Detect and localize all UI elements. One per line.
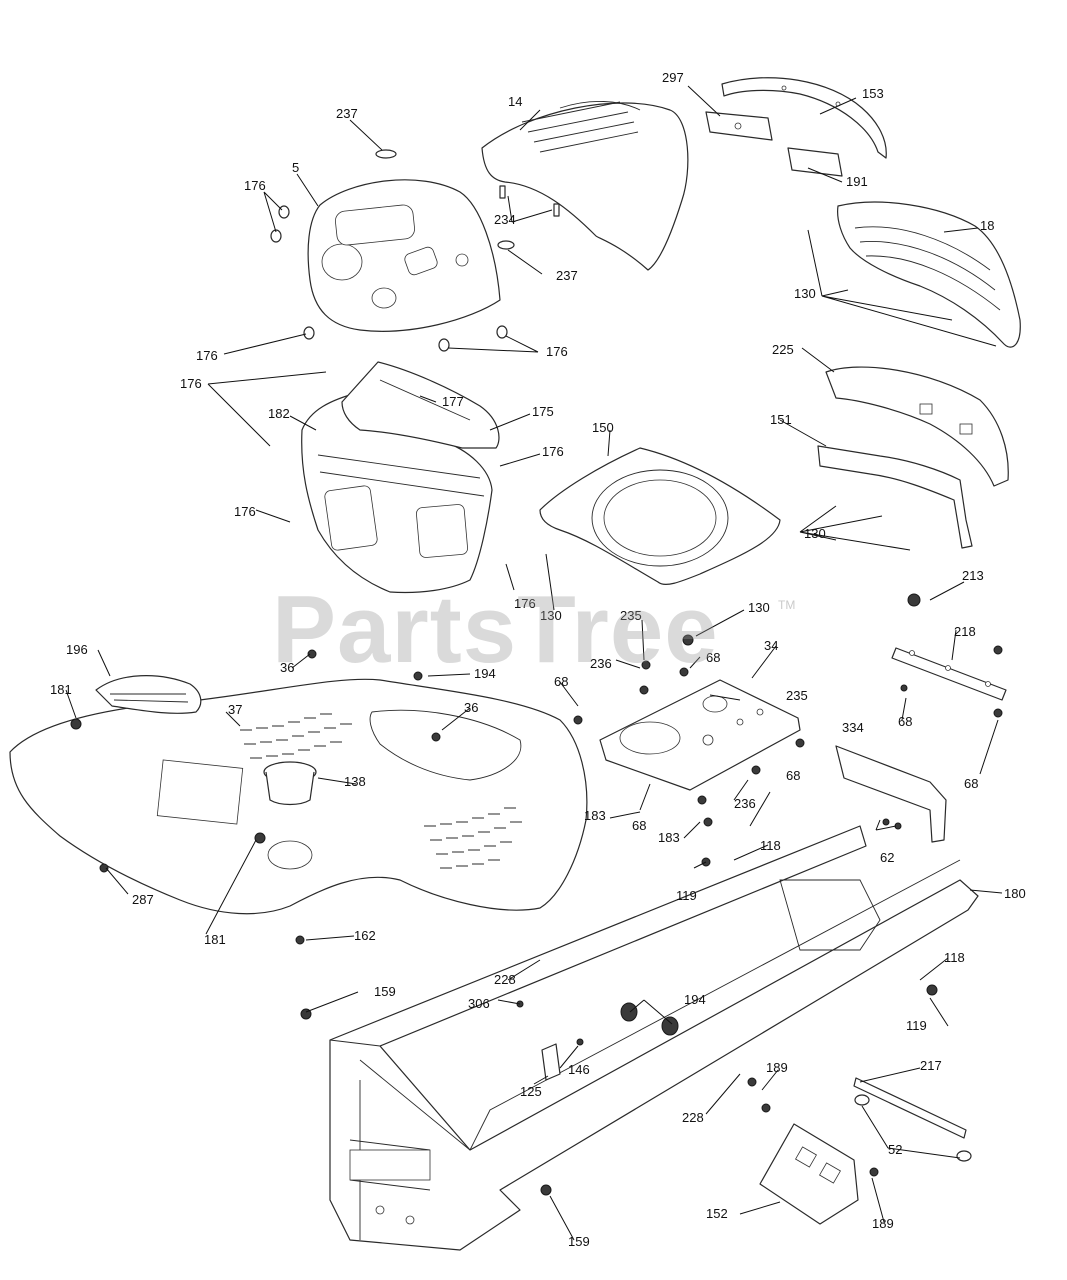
callout-label[interactable]: 68 <box>706 650 720 665</box>
callout-label[interactable]: 68 <box>786 768 800 783</box>
callout-label[interactable]: 162 <box>354 928 376 943</box>
callout-label[interactable]: 52 <box>888 1142 902 1157</box>
callout-label[interactable]: 176 <box>196 348 218 363</box>
callout-label[interactable]: 5 <box>292 160 299 175</box>
callout-label[interactable]: 68 <box>554 674 568 689</box>
callout-label[interactable]: 176 <box>546 344 568 359</box>
callout-label[interactable]: 194 <box>474 666 496 681</box>
callout-label[interactable]: 183 <box>658 830 680 845</box>
callout-label[interactable]: 183 <box>584 808 606 823</box>
callout-label[interactable]: 37 <box>228 702 242 717</box>
callout-label[interactable]: 180 <box>1004 886 1026 901</box>
callout-label[interactable]: 236 <box>734 796 756 811</box>
bracket-191[interactable] <box>787 147 843 177</box>
callout-label[interactable]: 159 <box>568 1234 590 1249</box>
fasteners <box>70 593 1003 1196</box>
callout-label[interactable]: 118 <box>760 838 781 853</box>
callout-label[interactable]: 176 <box>244 178 266 193</box>
callout-label[interactable]: 18 <box>980 218 994 233</box>
grille-18[interactable] <box>837 201 1021 348</box>
callout-label[interactable]: 130 <box>804 526 826 541</box>
plate-34[interactable] <box>599 679 801 791</box>
plate-218[interactable] <box>891 647 1007 701</box>
callout-label[interactable]: 189 <box>872 1216 894 1231</box>
callout-label[interactable]: 36 <box>280 660 294 675</box>
callout-label[interactable]: 36 <box>464 700 478 715</box>
vent-pattern <box>240 713 522 869</box>
bracket-151[interactable] <box>817 445 973 549</box>
rod-217[interactable] <box>853 1077 967 1139</box>
bracket-125[interactable] <box>541 1043 561 1081</box>
watermark-trademark: TM <box>778 598 796 612</box>
callout-label[interactable]: 150 <box>592 420 614 435</box>
callout-label[interactable]: 194 <box>684 992 706 1007</box>
callout-label[interactable]: 152 <box>706 1206 728 1221</box>
callout-label[interactable]: 118 <box>944 950 965 965</box>
callout-label[interactable]: 34 <box>764 638 778 653</box>
callout-labels: 297 14 153 237 5 176 234 191 18 237 130 … <box>50 70 1026 1249</box>
callout-label[interactable]: 130 <box>748 600 770 615</box>
callout-label[interactable]: 62 <box>880 850 894 865</box>
callout-label[interactable]: 68 <box>898 714 912 729</box>
callout-label[interactable]: 191 <box>846 174 868 189</box>
bracket-152[interactable] <box>759 1123 859 1225</box>
callout-label[interactable]: 237 <box>336 106 358 121</box>
panel-175[interactable] <box>341 361 500 449</box>
callout-label[interactable]: 176 <box>234 504 256 519</box>
callout-label[interactable]: 334 <box>842 720 864 735</box>
callout-label[interactable]: 14 <box>508 94 522 109</box>
frame-180[interactable] <box>329 825 979 1251</box>
callout-label[interactable]: 228 <box>682 1110 704 1125</box>
callout-label[interactable]: 287 <box>132 892 154 907</box>
callout-label[interactable]: 196 <box>66 642 88 657</box>
callout-label[interactable]: 146 <box>568 1062 590 1077</box>
callout-label[interactable]: 225 <box>772 342 794 357</box>
callout-label[interactable]: 213 <box>962 568 984 583</box>
callout-label[interactable]: 189 <box>766 1060 788 1075</box>
callout-label[interactable]: 175 <box>532 404 554 419</box>
callout-label[interactable]: 176 <box>180 376 202 391</box>
callout-label[interactable]: 228 <box>494 972 516 987</box>
callout-label[interactable]: 151 <box>770 412 792 427</box>
callout-label[interactable]: 235 <box>620 608 642 623</box>
dash-panel-5[interactable] <box>307 179 501 332</box>
callout-label[interactable]: 181 <box>204 932 226 947</box>
callout-label[interactable]: 176 <box>514 596 536 611</box>
callout-label[interactable]: 119 <box>906 1018 927 1033</box>
cup-holder-138[interactable] <box>263 761 317 806</box>
callout-label[interactable]: 130 <box>794 286 816 301</box>
leader-lines <box>65 85 1003 1241</box>
callout-label[interactable]: 235 <box>786 688 808 703</box>
callout-label[interactable]: 182 <box>268 406 290 421</box>
callout-label[interactable]: 130 <box>540 608 562 623</box>
hood-part-14[interactable] <box>481 101 689 271</box>
watermark: PartsTree <box>272 576 719 683</box>
bracket-334[interactable] <box>835 745 947 843</box>
callout-label[interactable]: 159 <box>374 984 396 999</box>
callout-label[interactable]: 68 <box>964 776 978 791</box>
callout-label[interactable]: 68 <box>632 818 646 833</box>
callout-label[interactable]: 177 <box>442 394 464 409</box>
callout-label[interactable]: 125 <box>520 1084 542 1099</box>
mount-150[interactable] <box>539 447 781 586</box>
callout-label[interactable]: 119 <box>676 888 697 903</box>
bracket-297[interactable] <box>705 111 773 141</box>
callout-label[interactable]: 138 <box>344 774 366 789</box>
cover-225[interactable] <box>825 366 1009 487</box>
callout-label[interactable]: 153 <box>862 86 884 101</box>
callout-label[interactable]: 237 <box>556 268 578 283</box>
callout-label[interactable]: 176 <box>542 444 564 459</box>
callout-label[interactable]: 234 <box>494 212 516 227</box>
callout-label[interactable]: 217 <box>920 1058 942 1073</box>
callout-label[interactable]: 236 <box>590 656 612 671</box>
callout-label[interactable]: 297 <box>662 70 684 85</box>
callout-label[interactable]: 181 <box>50 682 72 697</box>
panel-196[interactable] <box>95 675 202 714</box>
callout-label[interactable]: 306 <box>468 996 490 1011</box>
callout-label[interactable]: 218 <box>954 624 976 639</box>
